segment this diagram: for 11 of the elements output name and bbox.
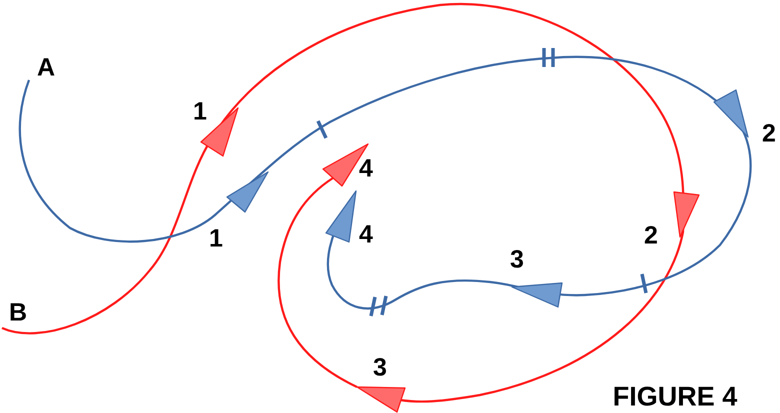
step-number: 3 — [373, 356, 387, 380]
step-number: 4 — [359, 156, 373, 182]
step-number: 2 — [762, 122, 776, 146]
figure-caption: FIGURE 4 — [612, 384, 738, 410]
point-label: A — [36, 56, 56, 80]
step-number: 2 — [644, 224, 658, 248]
step-number: 3 — [510, 248, 524, 272]
step-number: 1 — [209, 226, 223, 252]
step-number: 1 — [193, 100, 207, 124]
step-number: 4 — [359, 222, 373, 248]
point-label: B — [8, 300, 28, 326]
